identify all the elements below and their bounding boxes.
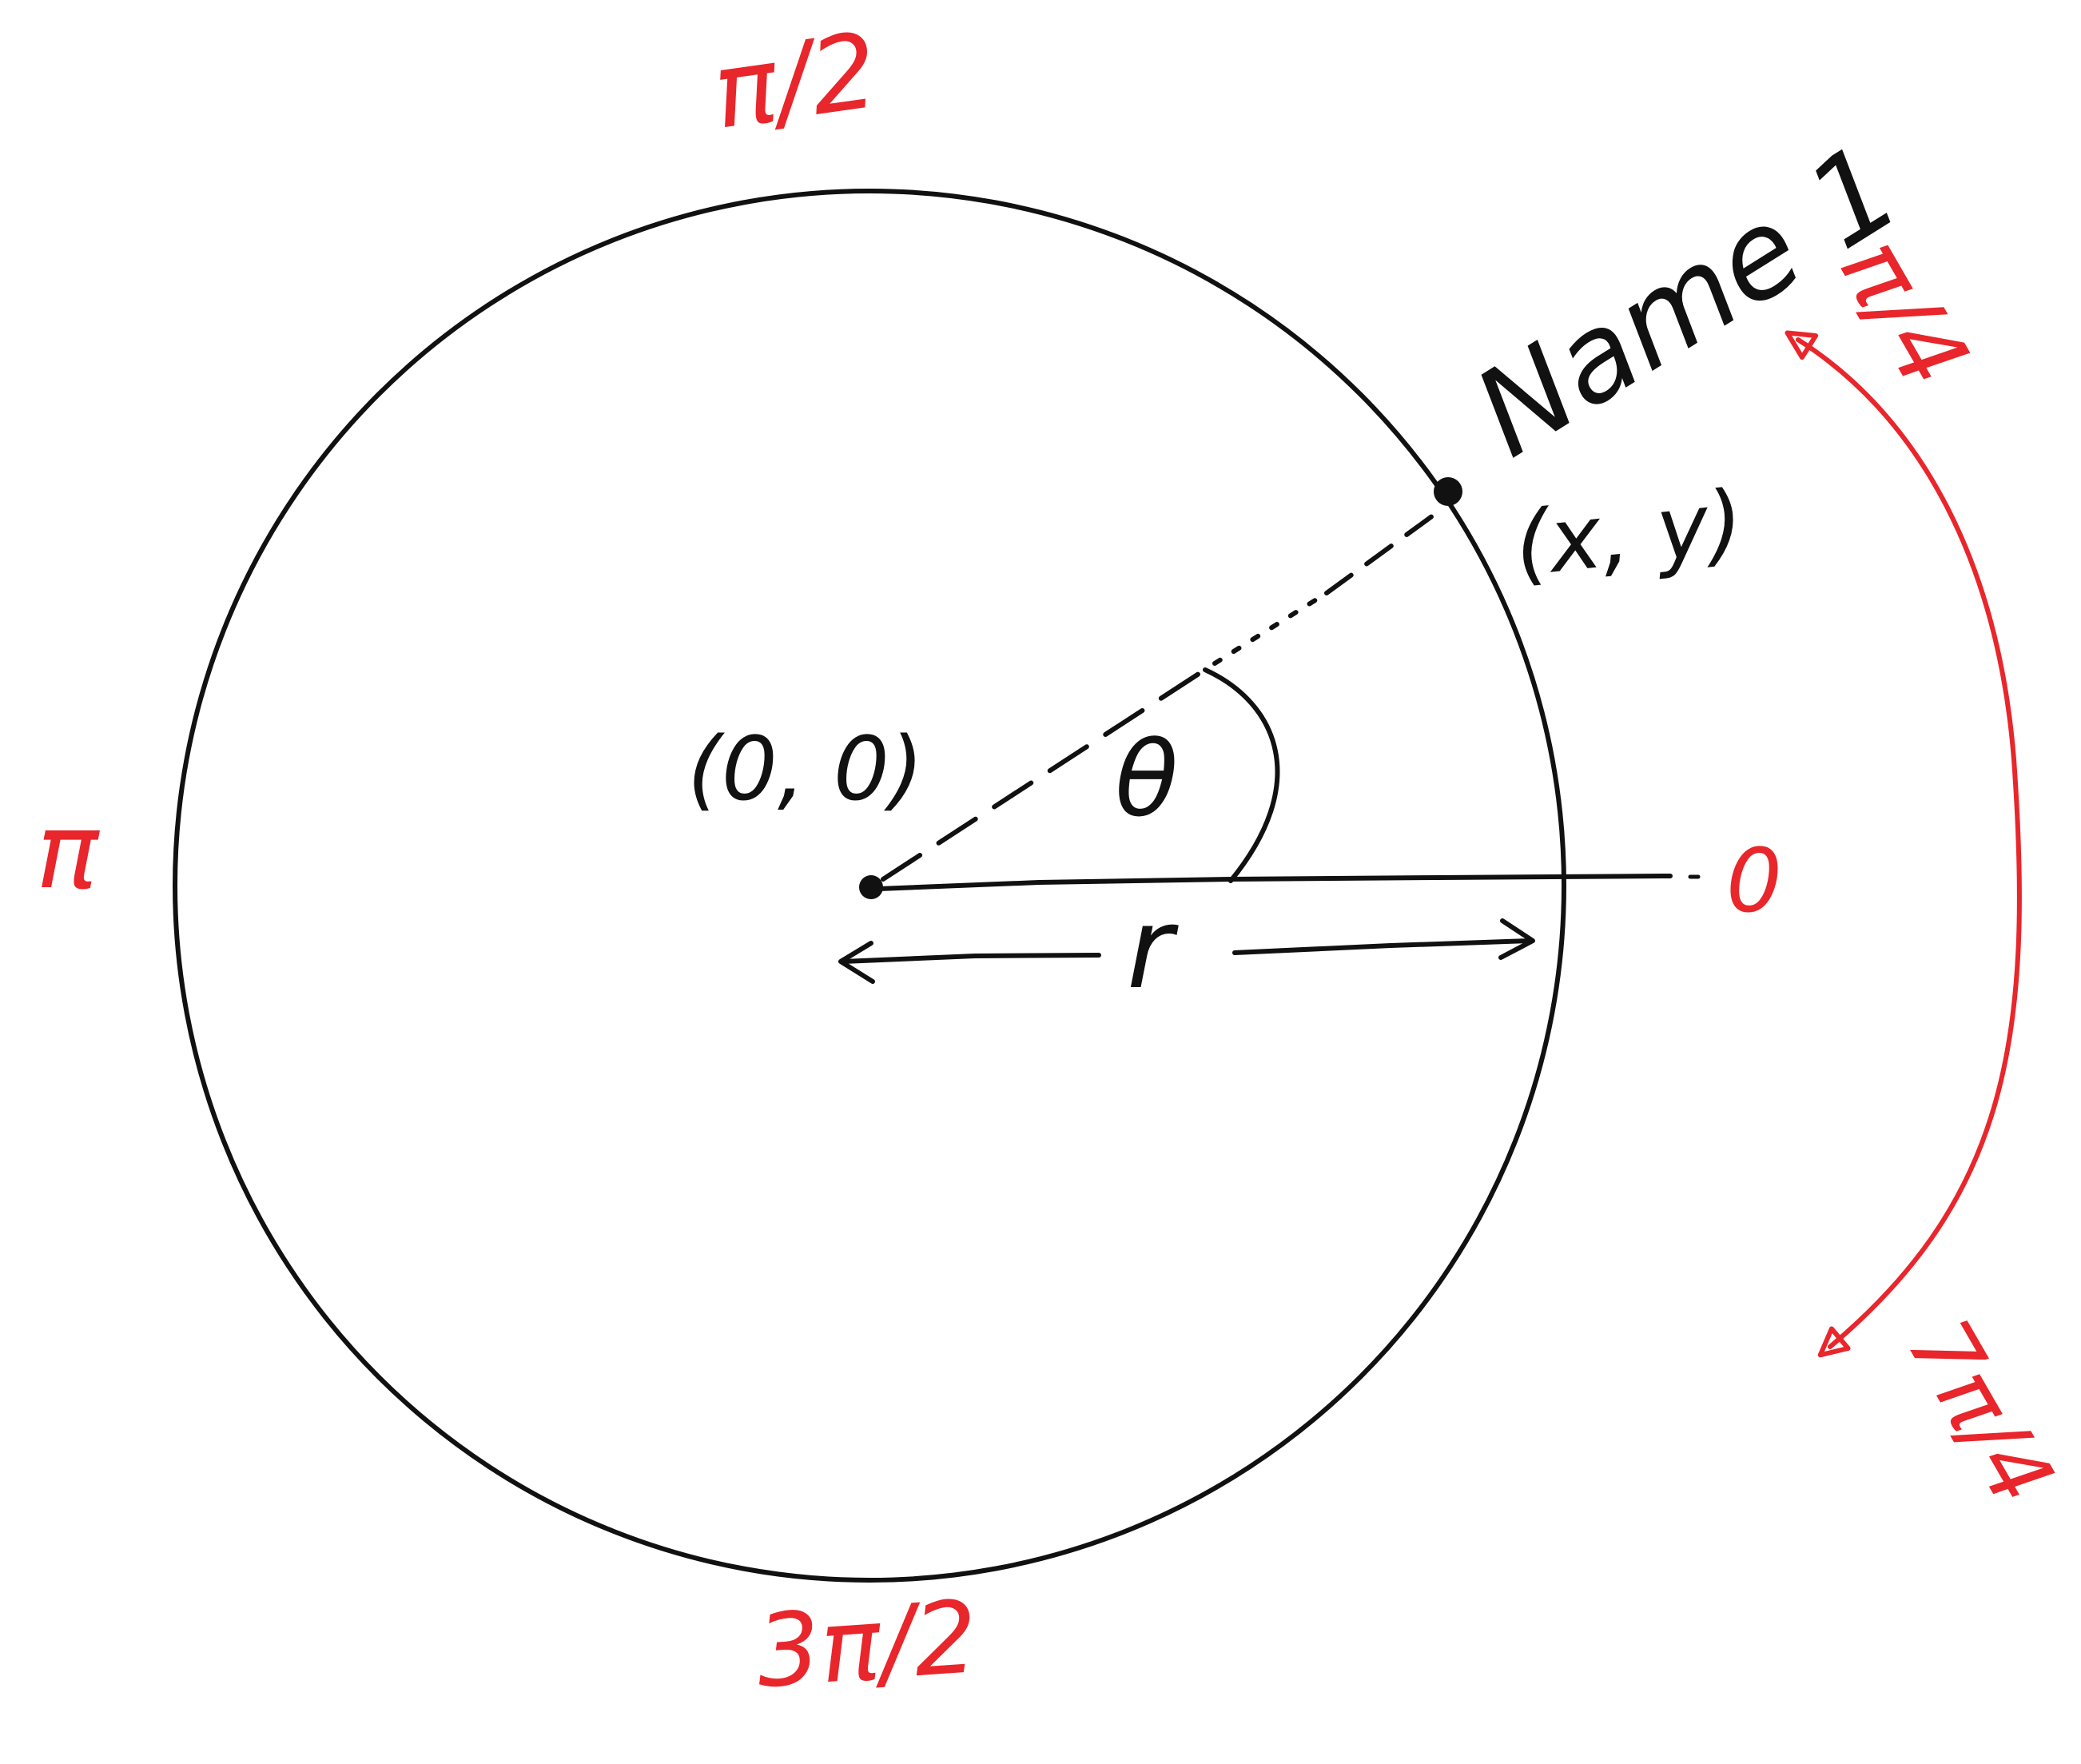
theta-label: θ [1115,719,1179,840]
angle-label-pi: π [36,790,100,912]
angle-range-arrow [1785,330,2022,1358]
point-marker [1434,477,1462,506]
radius-dashed-line-upper [1212,591,1329,666]
angle-label-zero: 0 [1726,830,1782,932]
origin-coords-label: (0, 0) [687,718,924,820]
radius-dashed-line [881,661,1217,882]
angle-label-seven-pi-quarter: 7π/4 [1888,1302,2073,1522]
radius-arrowhead-right [1498,918,1535,960]
radius-arrow-right [1232,938,1533,955]
angle-label-three-pi-half: 3π/2 [753,1579,981,1710]
angle-arc [1203,667,1280,883]
radius-arrow-left [841,953,1101,964]
reference-axis-line [877,874,1673,891]
unit-circle [173,189,1566,1583]
angle-label-pi-half: π/2 [706,10,885,153]
point-coords-label: (x, y) [1510,471,1748,596]
radius-arrowhead-left [838,941,875,984]
origin-point [859,875,883,899]
radius-dashed-line-end [1324,509,1441,595]
radius-label: r [1127,884,1179,1014]
